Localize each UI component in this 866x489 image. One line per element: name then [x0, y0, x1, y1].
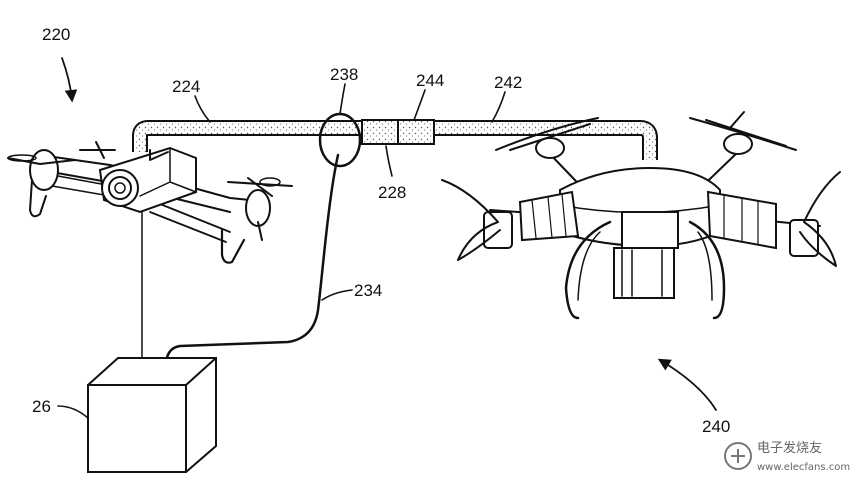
- drone-240: [441, 111, 841, 320]
- drone-220: [7, 141, 293, 264]
- label-220: 220: [42, 25, 70, 44]
- label-26: 26: [32, 397, 51, 416]
- label-240: 240: [702, 417, 730, 436]
- label-244: 244: [416, 71, 444, 90]
- label-238: 238: [330, 65, 358, 84]
- leader-lines: [57, 57, 717, 419]
- label-224: 224: [172, 77, 200, 96]
- watermark-text: 电子发烧友: [757, 440, 822, 456]
- watermark-url: www.elecfans.com: [757, 462, 850, 473]
- label-234: 234: [354, 281, 382, 300]
- ground-station-box: [87, 357, 217, 473]
- hose-coupling: [361, 119, 435, 145]
- watermark: 电子发烧友 www.elecfans.com: [724, 440, 850, 473]
- label-228: 228: [378, 183, 406, 202]
- cable-234: [164, 153, 340, 374]
- label-242: 242: [494, 73, 522, 92]
- watermark-logo-icon: [724, 442, 752, 470]
